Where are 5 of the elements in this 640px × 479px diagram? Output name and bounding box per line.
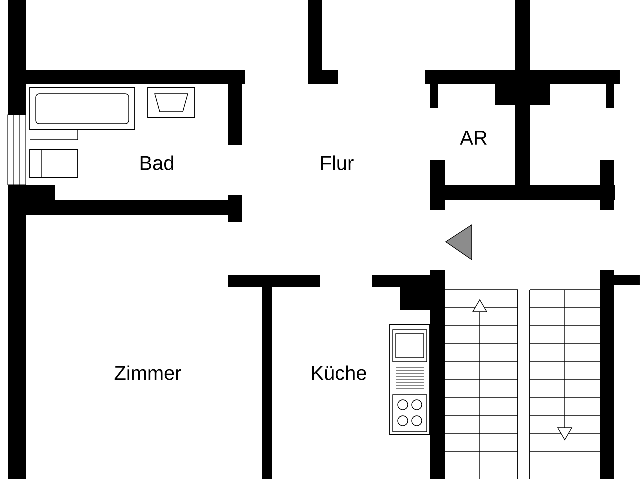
room-label: Bad bbox=[140, 156, 174, 170]
room-label: Küche bbox=[312, 366, 366, 380]
room-label: AR bbox=[460, 131, 487, 145]
room-label: Zimmer bbox=[114, 366, 182, 380]
room-label: Flur bbox=[322, 156, 354, 170]
